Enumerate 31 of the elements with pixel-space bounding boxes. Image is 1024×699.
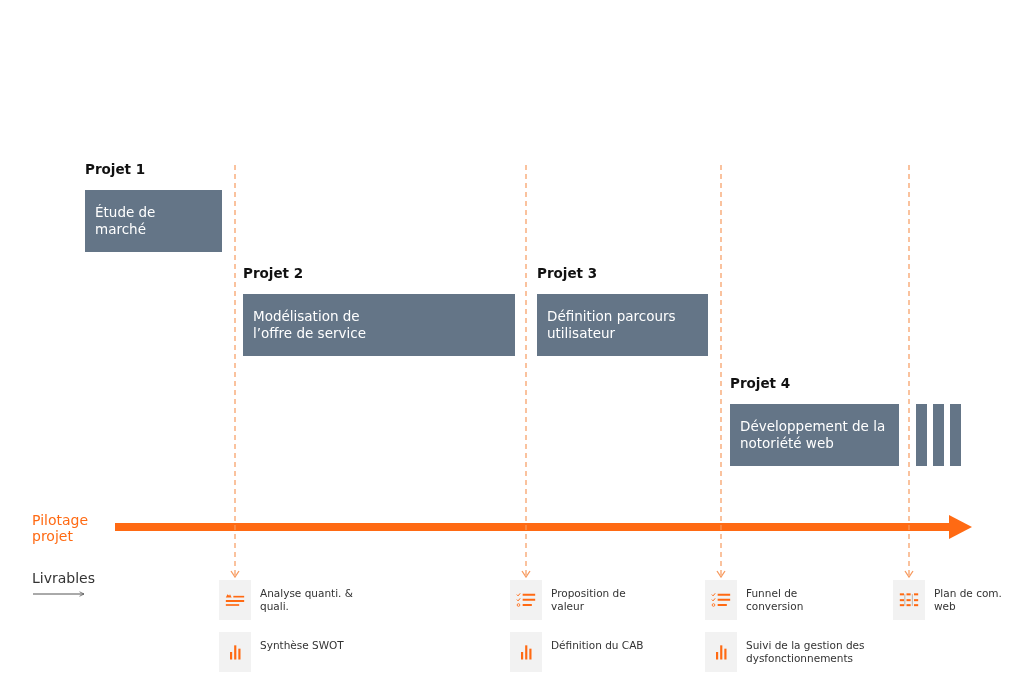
lane-label: Livrables — [32, 570, 96, 586]
deliverable-label: Suivi de la gestion des dysfonctionnements — [746, 639, 866, 665]
task-bar: Étude de marché — [85, 190, 222, 252]
deliverable-label: Synthèse SWOT — [260, 639, 345, 652]
dashed-arrow — [904, 164, 914, 578]
task-bar: Développement de la notoriété web — [730, 404, 899, 466]
continuation-bar — [916, 404, 927, 466]
task-bar: Modélisation de l’offre de service — [243, 294, 515, 356]
dashed-arrow — [230, 164, 240, 578]
project-heading: Projet 1 — [85, 160, 146, 178]
deliverable-label: Funnel de conversion — [746, 587, 805, 613]
checklist-icon — [705, 580, 737, 620]
lane-label: Pilotage projet — [32, 512, 90, 544]
deliverable-label: Proposition de valeur — [551, 587, 627, 613]
continuation-bar — [933, 404, 944, 466]
bar-chart-icon — [510, 632, 542, 672]
checklist-icon — [510, 580, 542, 620]
dashed-arrow — [521, 164, 531, 578]
bar-chart-icon — [705, 632, 737, 672]
project-heading: Projet 2 — [243, 264, 304, 282]
project-heading: Projet 4 — [730, 374, 791, 392]
text-lines-icon — [219, 580, 251, 620]
deliverable-label: Analyse quanti. & quali. — [260, 587, 354, 613]
continuation-bar — [950, 404, 961, 466]
deliverable-label: Plan de com. web — [934, 587, 1003, 613]
table-icon — [893, 580, 925, 620]
dashed-arrow — [716, 164, 726, 578]
project-heading: Projet 3 — [537, 264, 598, 282]
bar-chart-icon — [219, 632, 251, 672]
task-bar: Définition parcours utilisateur — [537, 294, 708, 356]
deliverable-label: Définition du CAB — [551, 639, 645, 652]
